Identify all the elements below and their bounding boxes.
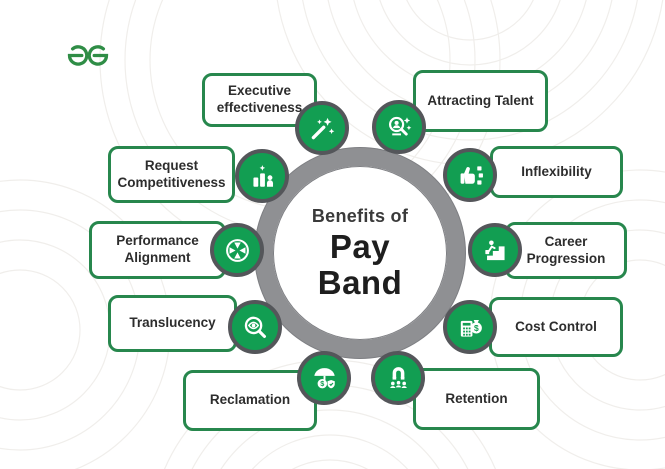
benefit-box-retention: Retention (413, 368, 540, 430)
eye-magnifier-icon (228, 300, 282, 354)
career-stairs-icon (468, 223, 522, 277)
talent-magnifier-icon (372, 100, 426, 154)
benefit-box-attracting-talent: Attracting Talent (413, 70, 548, 132)
hub-subtitle: Benefits of (311, 205, 409, 226)
benefit-label: Cost Control (515, 318, 597, 334)
benefit-box-cost-control: Cost Control (489, 297, 623, 357)
geeksforgeeks-logo (66, 42, 110, 74)
align-arrows-icon (210, 223, 264, 277)
benefit-label: Inflexibility (521, 163, 592, 179)
benefit-box-reclamation: Reclamation (183, 370, 317, 431)
benefit-box-request-competitiveness: Request Competitiveness (108, 146, 235, 203)
hub-title-line1: Pay (329, 227, 391, 265)
benefit-label: Request Competitiveness (117, 157, 226, 190)
magnet-people-icon (371, 351, 425, 405)
benefit-box-performance-alignment: Performance Alignment (89, 221, 226, 279)
benefit-label: Retention (445, 390, 508, 406)
benefit-label: Performance Alignment (116, 233, 199, 265)
benefit-box-inflexibility: Inflexibility (490, 146, 623, 198)
rigid-hand-icon (443, 148, 497, 202)
hub-title-line2: Band (317, 263, 403, 301)
umbrella-coin-icon: $ (297, 351, 351, 405)
svg-text:$: $ (320, 379, 324, 388)
benefit-label: Executive effectiveness (216, 83, 303, 115)
benefit-label: Translucency (129, 315, 216, 331)
benefit-label: Attracting Talent (427, 92, 534, 108)
calculator-money-icon: $ (443, 300, 497, 354)
benefit-label: Career Progression (526, 233, 606, 266)
ranking-podium-icon (235, 149, 289, 203)
benefit-box-career-progression: Career Progression (505, 222, 627, 279)
benefit-label: Reclamation (209, 392, 291, 408)
benefit-box-executive-effectiveness: Executive effectiveness (202, 73, 317, 127)
magic-wand-icon (295, 101, 349, 155)
benefit-box-translucency: Translucency (108, 295, 237, 352)
svg-text:$: $ (473, 322, 478, 332)
